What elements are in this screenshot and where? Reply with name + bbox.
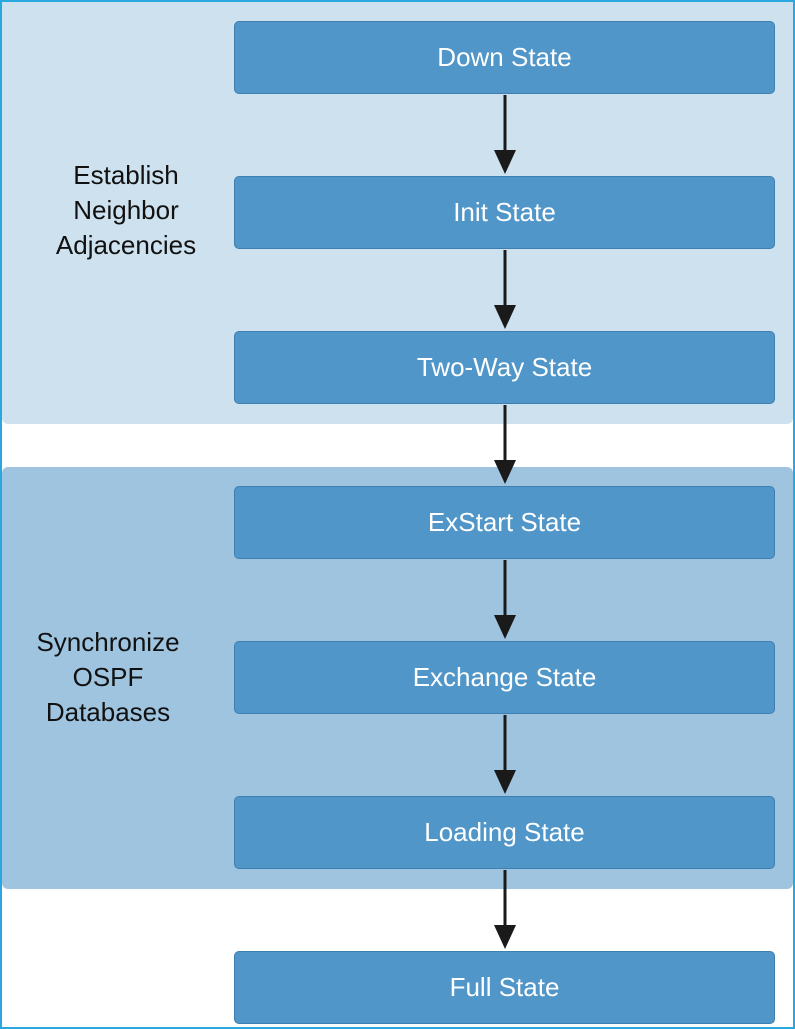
group-label-line: Adjacencies (55, 230, 197, 260)
group-label-establish: Establish Neighbor Adjacencies (26, 158, 226, 263)
group-label-line: Synchronize (36, 627, 180, 657)
arrowhead (494, 770, 516, 794)
group-label-line: Establish (73, 160, 179, 190)
arrowhead (494, 925, 516, 949)
state-exstart: ExStart State (234, 486, 775, 559)
state-loading: Loading State (234, 796, 775, 869)
arrowhead (494, 150, 516, 174)
group-label-synchronize: Synchronize OSPF Databases (8, 625, 208, 730)
arrowhead (494, 305, 516, 329)
state-init: Init State (234, 176, 775, 249)
state-full: Full State (234, 951, 775, 1024)
group-label-line: OSPF (72, 662, 144, 692)
arrowhead (494, 615, 516, 639)
state-exchange: Exchange State (234, 641, 775, 714)
state-down: Down State (234, 21, 775, 94)
group-label-line: Databases (45, 697, 171, 727)
arrowhead (494, 460, 516, 484)
group-label-line: Neighbor (73, 195, 179, 225)
state-two-way: Two-Way State (234, 331, 775, 404)
